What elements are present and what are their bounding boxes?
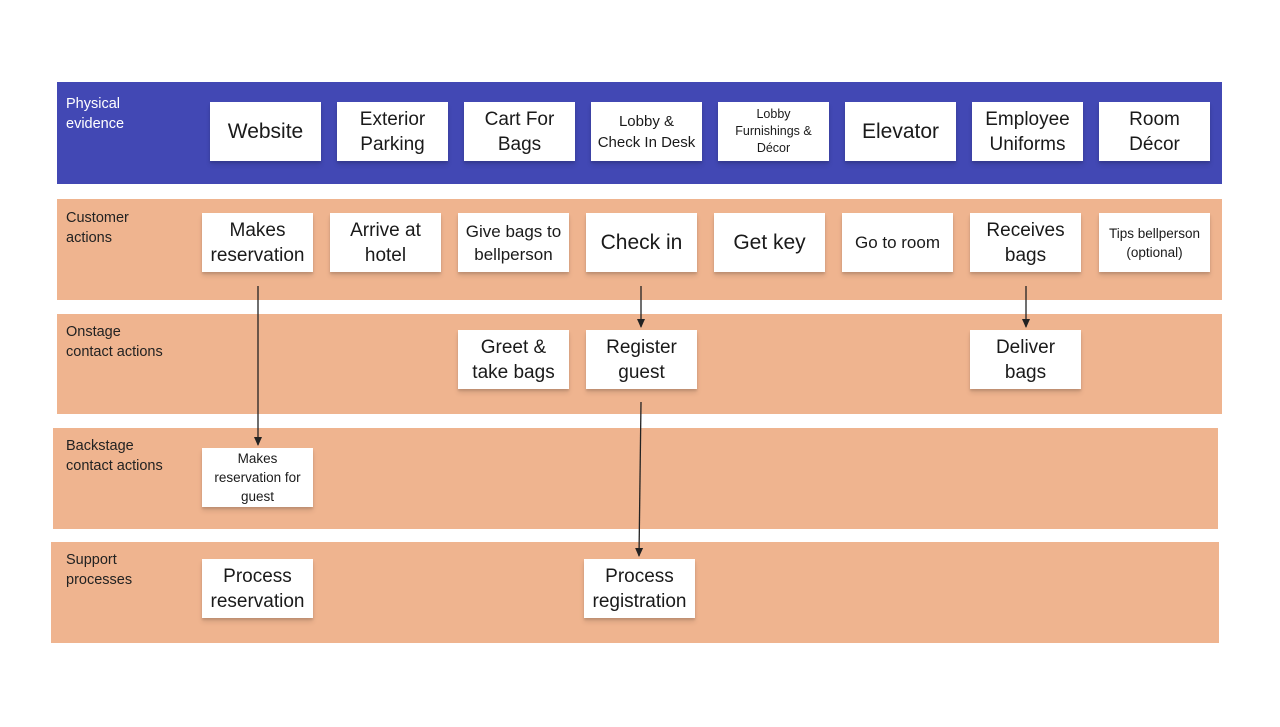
lane-label-backstage-contact-actions: Backstage contact actions: [66, 438, 163, 474]
note-check-in[interactable]: Check in: [586, 213, 697, 272]
note-get-key[interactable]: Get key: [714, 213, 825, 272]
lane-label-customer-actions: Customer actions: [66, 210, 129, 246]
lane-label-support-processes: Support processes: [66, 552, 133, 588]
note-greet-take-bags[interactable]: Greet &take bags: [458, 330, 569, 389]
note-lobby-check-in-desk[interactable]: Lobby &Check In Desk: [591, 102, 702, 161]
lane-label-onstage-contact-actions: Onstage contact actions: [66, 324, 163, 360]
note-elevator[interactable]: Elevator: [845, 102, 956, 161]
lane-label-physical-evidence: Physical evidence: [66, 96, 125, 132]
arrow-register-guest-to-process-registration: [635, 401, 644, 557]
note-go-to-room[interactable]: Go to room: [842, 213, 953, 272]
note-tips-bellperson[interactable]: Tips bellperson(optional): [1099, 213, 1210, 272]
note-website[interactable]: Website: [210, 102, 321, 161]
